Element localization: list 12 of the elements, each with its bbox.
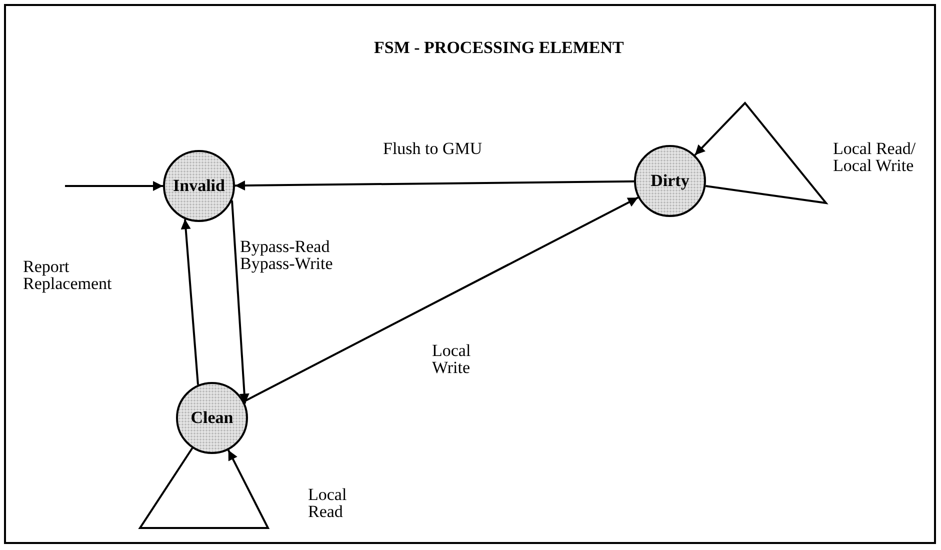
self-loop-arrow (138, 448, 270, 529)
transition-arrow (231, 200, 250, 404)
state-label: Clean (190, 408, 234, 428)
diagram-title: FSM - PROCESSING ELEMENT (374, 38, 624, 58)
self-loop-arrow (694, 102, 828, 204)
transition-arrow (244, 196, 638, 402)
state-circle (634, 145, 706, 217)
state-label: Invalid (173, 176, 225, 196)
transition-arrow (65, 181, 163, 191)
state-label: Dirty (650, 171, 690, 191)
transition-arrow (180, 219, 199, 385)
transition-arrow (234, 180, 634, 190)
